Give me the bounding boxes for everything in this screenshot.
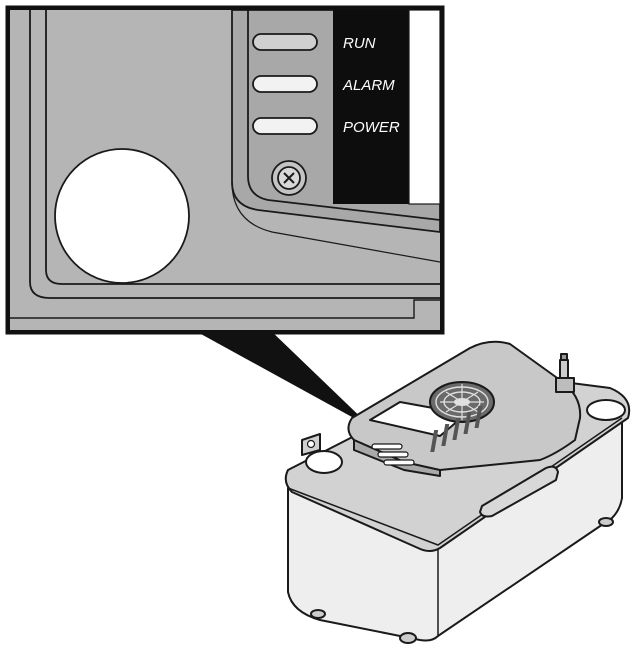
indicator-power (252, 117, 318, 135)
inlet-hole-right (586, 399, 626, 421)
indicator-alarm (252, 75, 318, 93)
inset-bottom-ledge (10, 299, 440, 319)
foot-left (310, 609, 326, 619)
label-power: POWER (343, 119, 400, 136)
screw-icon (271, 160, 307, 196)
housing-led-strip (371, 443, 415, 466)
fan-grille-icon (429, 381, 495, 423)
housing-vents (430, 406, 483, 452)
mounting-bracket-icon (301, 433, 321, 456)
discharge-fitting (555, 353, 575, 393)
indicator-run (252, 33, 318, 51)
pump-illustration (284, 340, 631, 644)
side-handle (479, 465, 559, 518)
inlet-hole-left (305, 450, 343, 474)
inset-bezel (29, 10, 440, 299)
label-panel-edge (408, 10, 440, 205)
foot-right (598, 517, 614, 527)
label-run: RUN (343, 35, 376, 52)
foot-front (399, 632, 417, 644)
inset-panel: RUN ALARM POWER (5, 5, 445, 335)
label-alarm: ALARM (342, 77, 395, 94)
label-panel (333, 10, 409, 204)
inset-inlet-hole (54, 148, 190, 284)
callout-pointer (190, 328, 372, 428)
reservoir-rim (287, 417, 623, 546)
